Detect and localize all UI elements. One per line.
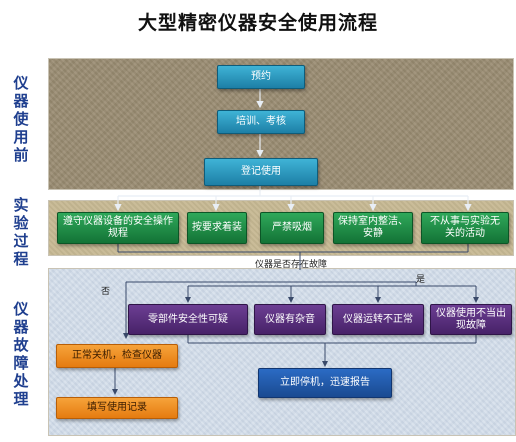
section-label-during: 实验过程 <box>13 196 29 268</box>
decision-question: 仪器是否存在故障 <box>255 260 328 270</box>
step-reserve: 预约 <box>217 65 305 89</box>
action-shutdown-check: 正常关机，检查仪器 <box>56 344 178 368</box>
fault-abnormal-operation: 仪器运转不正常 <box>332 304 424 335</box>
page-title: 大型精密仪器安全使用流程 <box>137 12 378 34</box>
action-stop-report: 立即停机，迅速报告 <box>258 368 392 398</box>
rule-no-smoking: 严禁吸烟 <box>260 212 324 244</box>
section-label-fault: 仪器故障处理 <box>13 300 29 408</box>
fault-noise: 仪器有杂音 <box>254 304 326 335</box>
step-training: 培训、考核 <box>217 110 305 134</box>
rule-no-unrelated-activity: 不从事与实验无关的活动 <box>421 212 509 244</box>
fault-improper-use: 仪器使用不当出现故障 <box>430 304 512 335</box>
rule-dress-code: 按要求着装 <box>187 212 247 244</box>
decision-yes-label: 是 <box>416 275 426 285</box>
step-register: 登记使用 <box>204 158 318 186</box>
decision-no-label: 否 <box>101 287 111 297</box>
section-label-before: 仪器使用前 <box>13 74 29 164</box>
fault-part-safety: 零部件安全性可疑 <box>128 304 248 335</box>
action-fill-record: 填写使用记录 <box>56 397 178 419</box>
rule-keep-clean-quiet: 保持室内整洁、安静 <box>333 212 413 244</box>
rule-safety-procedure: 遵守仪器设备的安全操作规程 <box>57 212 179 244</box>
